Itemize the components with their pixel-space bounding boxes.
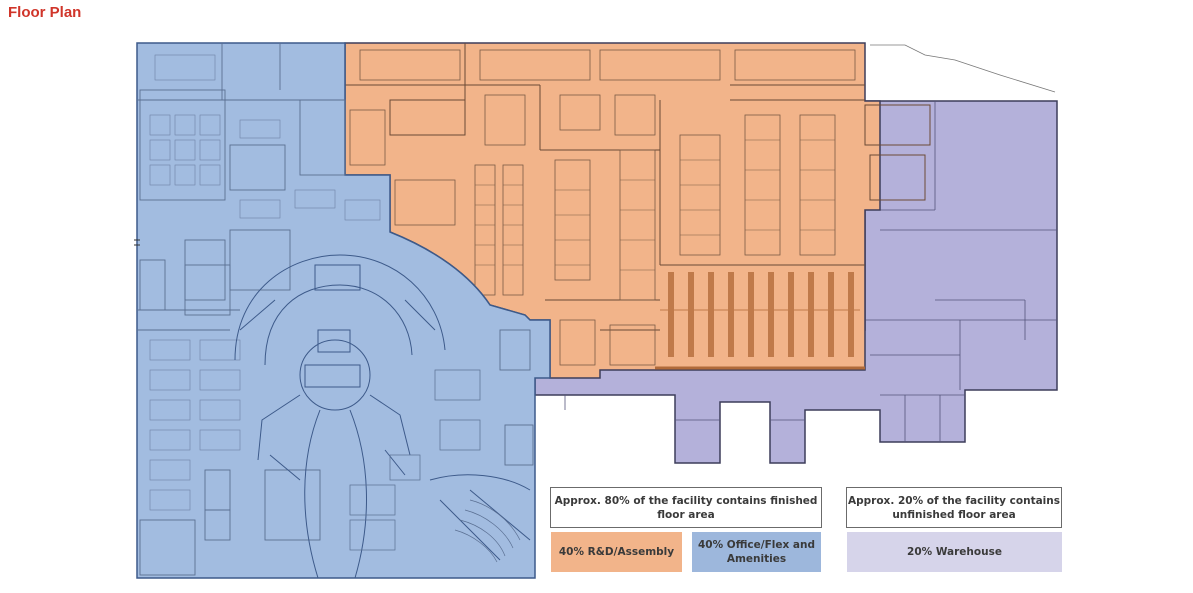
- warehouse-zone: [534, 44, 1058, 464]
- office-flex-zone: [136, 42, 551, 579]
- legend-office-flex: 40% Office/Flex and Amenities: [692, 532, 821, 572]
- legend-rd-assembly: 40% R&D/Assembly: [551, 532, 682, 572]
- unfinished-area-note: Approx. 20% of the facility contains unf…: [846, 487, 1062, 528]
- page-title: Floor Plan: [8, 4, 82, 21]
- legend-warehouse: 20% Warehouse: [847, 532, 1062, 572]
- finished-area-note: Approx. 80% of the facility contains fin…: [550, 487, 822, 528]
- rd-assembly-zone: [344, 42, 931, 379]
